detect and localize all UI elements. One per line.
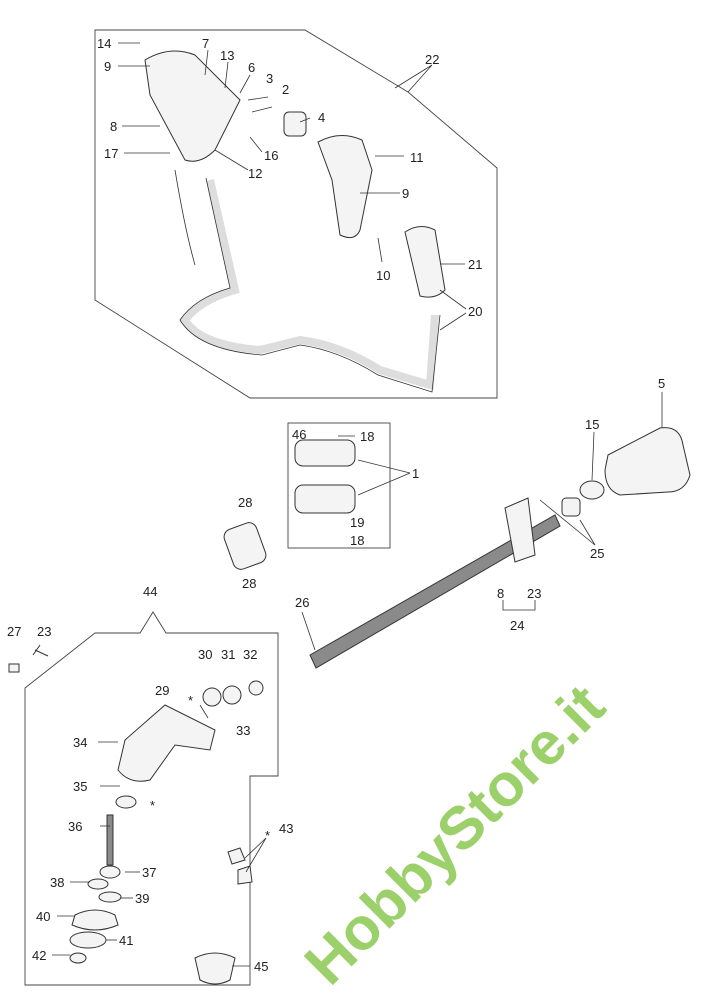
guard-cup-45 [194,952,236,985]
bushing-25 [561,497,581,517]
nut-42 [69,952,87,964]
bearing-30 [202,687,222,707]
callout: 30 [198,647,212,662]
bolt-23 [32,644,49,657]
leader-lines [52,42,663,967]
tube-5 [604,427,691,496]
callout: 15 [585,417,599,432]
clamp-ring-15 [579,480,605,500]
callout-labels: 14 7 13 6 3 2 9 8 17 4 16 12 22 11 9 10 … [7,36,665,974]
gear-43 [227,847,253,885]
callout: * [150,798,155,813]
callout: 18 [360,429,374,444]
callout: 16 [264,148,278,163]
shaft-bracket-8 [504,497,536,563]
handlebar-loop [180,179,439,391]
callout: 11 [410,150,424,165]
callout: 23 [527,586,541,601]
callout: 23 [37,624,51,639]
callout: 9 [402,186,409,201]
callout: 40 [36,909,50,924]
callout: 6 [248,60,255,75]
callout: 28 [242,576,256,591]
gearbox-frame [24,611,279,986]
callout: 32 [243,647,257,662]
callout: 33 [236,723,250,738]
handlebar-outline [179,177,441,393]
callout: 26 [295,595,309,610]
callout: 8 [110,119,117,134]
handle-assembly-frame [94,29,498,399]
callout: 25 [590,546,604,561]
callout: 39 [135,891,149,906]
callout: * [188,693,193,708]
throttle-handle-right [317,135,373,239]
callout: 43 [279,821,293,836]
callout: 28 [238,495,252,510]
callout: 24 [510,618,524,633]
callout: 27 [7,624,21,639]
callout: 20 [468,304,482,319]
callout: 10 [376,268,390,283]
shaft-36 [106,814,114,866]
watermark: HobbyStore.it [292,672,618,998]
callout: 21 [468,257,482,272]
callout: 37 [142,865,156,880]
drive-shaft-26 [309,514,561,669]
clamp-lower [294,484,356,514]
callout: 34 [73,735,87,750]
callout: 7 [202,36,209,51]
throttle-handle-left [144,50,241,162]
callout: 5 [658,376,665,391]
callout: 1 [412,466,419,481]
nut-27 [8,663,20,673]
cable [174,169,196,266]
frame-24-pointer [502,600,536,611]
callout: 19 [350,515,364,530]
clamp-upper [294,439,356,467]
callout: 3 [266,71,273,86]
callout: 8 [497,586,504,601]
callout: 13 [220,48,234,63]
bearing-37 [99,865,121,879]
callout: 22 [425,52,439,67]
trigger-4 [283,111,307,137]
callout: 2 [282,82,289,97]
callout: 9 [104,59,111,74]
callout: 4 [318,110,325,125]
plate-41 [69,931,107,949]
callout: 41 [119,933,133,948]
callout: 17 [104,146,118,161]
callout: 42 [32,948,46,963]
callout: * [265,828,270,843]
callout: 36 [68,819,82,834]
callout: 29 [155,683,169,698]
callout: 44 [143,584,157,599]
bearing-31 [222,685,242,705]
ring-38 [87,878,109,890]
callout: 31 [221,647,235,662]
cover-40 [71,909,119,931]
grip-21 [404,226,446,298]
callout: 18 [350,533,364,548]
callout: 45 [254,959,268,974]
callout: 12 [248,166,262,181]
callout: 35 [73,779,87,794]
callout: 46 [292,427,306,442]
clamp-frame [287,422,391,549]
gear-35 [115,795,137,809]
ring-32 [248,680,264,696]
sleeve-28 [223,522,267,570]
frame-22-pointer [394,64,433,93]
callout: 14 [97,36,111,51]
washer-39 [98,891,122,903]
callout: 38 [50,875,64,890]
gearbox-housing-29 [117,704,216,782]
